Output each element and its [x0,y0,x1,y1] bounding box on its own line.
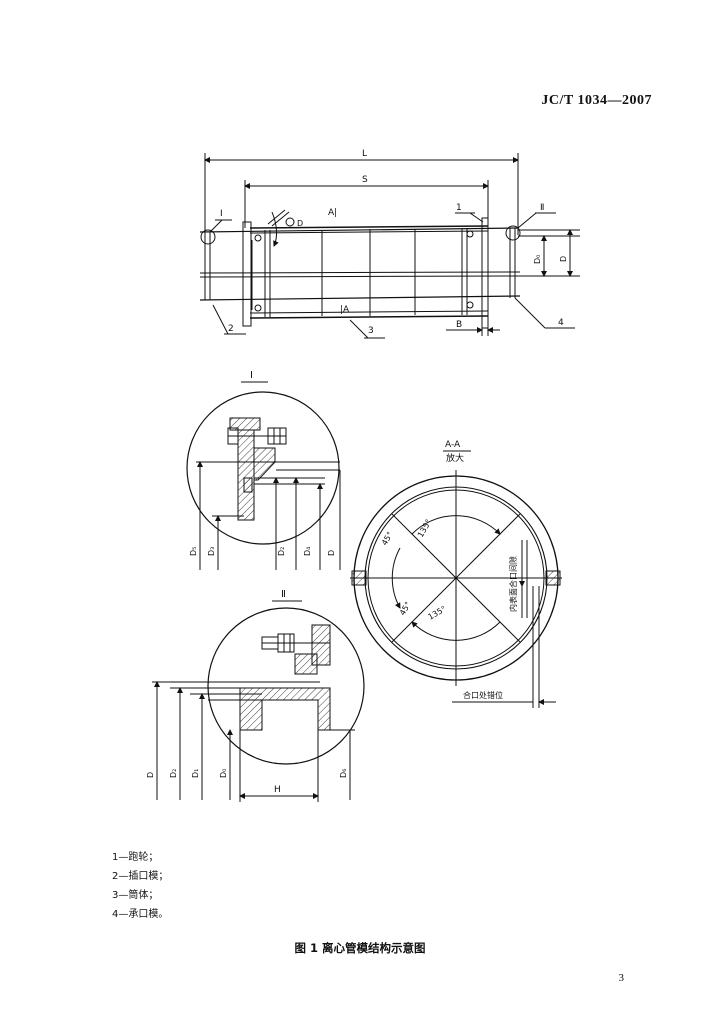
angle-label-2: 135° [416,518,433,539]
detail-I-dim-4: D₄ [303,547,312,556]
dim-L-label: L [362,149,367,159]
detail-II-dim-5: D₆ [339,769,348,778]
detail-II-view: Ⅱ D D₂ D₁ D₀ D₆ H [146,589,365,802]
legend-item: 3—筒体； [112,890,159,901]
detail-I-view: Ⅰ D₅ D₃ D₂ D₄ D [186,370,341,570]
detail-II-title: Ⅱ [281,589,286,600]
section-AA-title: A-A [445,440,461,450]
legend-item: 4—承口模。 [112,909,169,920]
legend-item: 1—跑轮； [112,852,159,863]
detail-I-dim-3: D₂ [277,547,286,556]
svg-text:D: D [297,219,303,228]
callout-2: 2 [228,324,234,334]
legend: 1—跑轮； 2—插口模； 3—筒体； 4—承口模。 [112,848,168,924]
dim-B-label: B [456,320,462,330]
dim-D-label: D [559,256,568,262]
gap-label: 内表面合口间隙 [508,556,518,612]
angle-label-1: 45° [380,530,395,547]
angle-label-4: 135° [427,604,448,621]
detail-I-callout: Ⅰ [220,209,223,219]
callout-4: 4 [558,318,564,328]
detail-II-dim-2: D₂ [169,769,178,778]
offset-label: 合口处错位 [463,690,503,700]
dim-D0-label: D₀ [533,255,542,264]
standard-code: JC/T 1034—2007 [541,93,652,108]
page-number: 3 [618,972,625,984]
callout-3: 3 [368,326,374,336]
detail-II-dim-1: D [146,772,155,778]
section-AA-subtitle: 放大 [446,452,464,464]
callout-1: 1 [456,203,462,213]
elevation-view: L S [199,149,580,339]
dim-H-label: H [274,785,281,795]
detail-I-dim-1: D₅ [189,547,198,556]
detail-II-dim-4: D₀ [219,769,228,778]
figure-caption: 图 1 离心管模结构示意图 [294,941,426,955]
detail-I-title: Ⅰ [250,370,253,381]
angle-label-3: 45° [398,600,413,617]
section-A-top: A| [328,208,337,218]
detail-I-dim-5: D [327,550,336,556]
legend-item: 2—插口模； [112,871,169,882]
dim-S-label: S [362,175,368,185]
section-A-bottom: |A [340,305,350,315]
detail-II-dim-3: D₁ [191,769,200,778]
detail-II-callout: Ⅱ [540,203,544,213]
section-AA-view: A-A 放大 45° 135° 45° 135° 内表面合口间隙 合口处错 [350,440,562,708]
detail-I-dim-2: D₃ [207,547,216,556]
